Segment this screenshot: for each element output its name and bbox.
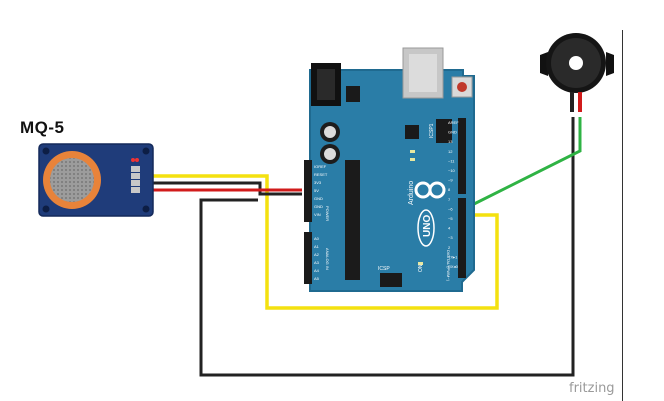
digital-pin-label: 8: [448, 187, 451, 192]
buzzer-hole-icon: [569, 56, 583, 70]
digital-pin-label: 4: [448, 226, 451, 231]
sensor-pin: [131, 187, 140, 193]
arduino-uno-board: UNO Arduino ICSP1 ICSP ON POWER ANALOG I…: [304, 47, 475, 292]
analog-pin-label: A3: [314, 260, 320, 265]
power-section-label: POWER: [325, 206, 330, 221]
power-pin-label: IOREF: [314, 164, 327, 169]
digital-pin-label: 13: [448, 139, 453, 144]
power-header: [304, 160, 312, 222]
power-pin-label: 5V: [314, 188, 319, 193]
digital-header-1: [458, 118, 466, 194]
analog-pin-label: A5: [314, 276, 320, 281]
fritzing-watermark: fritzing: [569, 381, 615, 396]
digital-pin-label: 7: [448, 197, 451, 202]
power-pin-label: 3V3: [314, 180, 322, 185]
digital-pin-label: ~5: [448, 216, 453, 221]
power-pin-label: GND: [314, 196, 323, 201]
wire-green-buzzer: [467, 117, 582, 209]
digital-pin-label: ~9: [448, 178, 453, 183]
piezo-buzzer: [540, 33, 614, 112]
board-brand: Arduino: [408, 181, 415, 205]
digital-pin-label: AREF: [448, 120, 459, 125]
board-model: UNO: [422, 215, 433, 237]
digital-header-2: [458, 198, 466, 278]
sensor-pin: [131, 166, 140, 172]
sensor-pin: [131, 180, 140, 186]
digital-section-label: DIGITAL (PWM~): [446, 250, 451, 282]
reset-button-icon: [457, 82, 467, 92]
mcu-chip: [345, 160, 360, 280]
icsp2-label: ICSP: [378, 266, 390, 272]
arduino-logo-icon: [414, 181, 446, 199]
wires: [150, 117, 582, 377]
on-label: ON: [418, 264, 424, 272]
sensor-title: MQ-5: [20, 118, 65, 137]
wire-black-gnd-buzzer: [199, 117, 575, 377]
icsp-label: ICSP1: [429, 123, 435, 138]
digital-pin-label: ~10: [448, 168, 456, 173]
digital-pin-label: ~3: [448, 235, 453, 240]
digital-pin-label: 12: [448, 149, 453, 154]
digital-pin-label: GND: [448, 130, 457, 135]
analog-pin-label: A1: [314, 244, 320, 249]
power-pin-label: RESET: [314, 172, 328, 177]
analog-pin-label: A0: [314, 236, 320, 241]
analog-pin-label: A2: [314, 252, 320, 257]
digital-pin-label: RX◂0: [448, 264, 459, 269]
digital-pin-label: TX▸1: [448, 254, 458, 259]
analog-pin-label: A4: [314, 268, 320, 273]
power-pin-label: VIN: [314, 212, 321, 217]
analog-header: [304, 232, 312, 284]
digital-pin-label: ~11: [448, 158, 455, 163]
mq5-sensor: [38, 143, 154, 217]
frame-edge: [622, 30, 623, 401]
analog-section-label: ANALOG IN: [325, 248, 330, 270]
digital-pin-label: ~6: [448, 206, 453, 211]
wire-yellow-signal: [150, 174, 499, 310]
power-pin-label: GND: [314, 204, 323, 209]
digital-pin-label: 2: [448, 245, 451, 250]
sensor-pin: [131, 173, 140, 179]
